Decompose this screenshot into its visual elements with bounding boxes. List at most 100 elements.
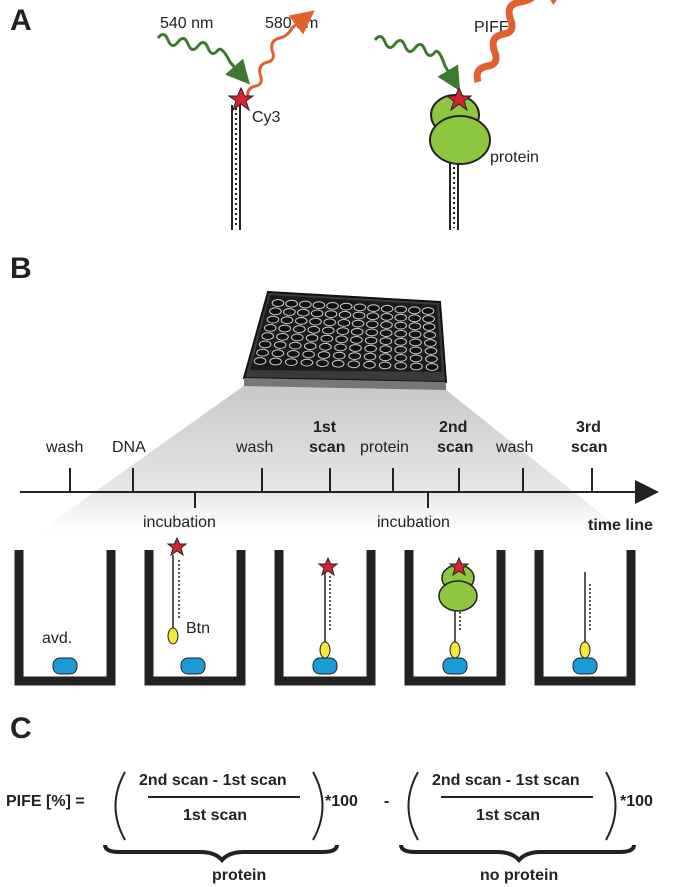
plate-well [379, 329, 393, 338]
panel-c: C PIFE [%] = 2nd scan - 1st scan 1st sca… [6, 712, 653, 884]
protein-label: protein [490, 149, 539, 166]
biotin-well-2 [167, 627, 179, 645]
plate-well [307, 325, 321, 334]
plate-well [333, 351, 346, 360]
scan-1-line-1: 1st [313, 419, 337, 436]
plate-well [394, 321, 408, 330]
plate-well [394, 345, 408, 354]
denominator-right: 1st scan [476, 807, 540, 824]
brace-right [399, 844, 636, 864]
plate-well [291, 333, 304, 342]
well-4 [404, 550, 506, 686]
plate-well [283, 308, 296, 316]
plate-well [394, 313, 408, 322]
right-paren-close [605, 771, 617, 841]
plate-well [287, 350, 300, 358]
scan-3-line-1: 3rd [576, 419, 601, 436]
plate-well [351, 319, 365, 328]
plate-well [280, 316, 294, 325]
scan-2-line-1: 2nd [439, 419, 467, 436]
plate-well [380, 304, 394, 313]
panel-a-letter: A [10, 4, 32, 37]
plate-well [380, 313, 394, 321]
excitation-wavelength-label: 540 nm [160, 15, 213, 32]
plate-well [410, 362, 423, 371]
plate-well [256, 348, 269, 357]
event-wash-3: wash [495, 439, 533, 456]
plate-well [266, 315, 280, 324]
scan-1-line-2: scan [309, 439, 345, 456]
plate-well [285, 299, 298, 308]
plate-well [273, 341, 287, 349]
plate-well [269, 307, 282, 316]
microplate-image [242, 290, 448, 390]
cy3-star-left [227, 86, 255, 112]
plate-well [378, 361, 392, 370]
plate-well [289, 341, 302, 350]
plate-well [302, 350, 315, 359]
cy3-star-right [445, 86, 473, 112]
panel-c-letter: C [10, 712, 32, 745]
plate-well [258, 340, 272, 349]
plate-well [264, 324, 277, 332]
brace-label-protein: protein [212, 867, 266, 884]
plate-wells [253, 299, 439, 371]
plate-well [364, 344, 377, 353]
plate-well [322, 326, 335, 335]
cy3-star-well-4 [448, 556, 470, 577]
plate-well [269, 357, 282, 366]
plate-well [316, 359, 329, 368]
emission-wave-right [473, 0, 577, 83]
avidin-well-3 [312, 657, 338, 675]
plate-well [423, 331, 437, 339]
plate-well [337, 319, 351, 327]
well-3 [274, 550, 376, 686]
plate-well [409, 346, 423, 355]
plate-well [324, 310, 338, 319]
well-2: Btn [144, 536, 246, 686]
plate-well [312, 301, 326, 310]
scan-2-line-2: scan [437, 439, 473, 456]
avidin-well-4 [442, 657, 468, 675]
emission-wave-left [246, 10, 315, 99]
avidin-label: avd. [42, 630, 72, 647]
numerator-right: 2nd scan - 1st scan [432, 772, 580, 789]
plate-well [320, 334, 334, 343]
plate-well [276, 332, 289, 341]
wells-row: avd. Btn [14, 536, 636, 686]
dna-duplex-left [231, 105, 241, 230]
well-1: avd. [14, 550, 116, 686]
plate-well [408, 306, 421, 315]
plate-well [349, 344, 362, 352]
plate-well [348, 352, 362, 361]
plate-well [347, 360, 361, 369]
avidin-well-1 [52, 657, 78, 675]
numerator-left: 2nd scan - 1st scan [139, 772, 287, 789]
brace-label-no-protein: no protein [480, 867, 558, 884]
plate-well [363, 352, 377, 361]
plate-well [379, 353, 392, 362]
equation-lhs: PIFE [%] = [6, 793, 85, 810]
plate-well [339, 302, 353, 311]
plate-well [299, 300, 312, 309]
event-wash-1: wash [45, 439, 83, 456]
plate-well [310, 309, 324, 318]
plate-well [326, 302, 339, 310]
multiplier-left: *100 [325, 793, 358, 810]
panel-b: B wash DNA wash protein wash 1st scan 2n… [10, 252, 659, 686]
plate-well [338, 310, 352, 319]
plate-well [278, 324, 292, 333]
plate-well [421, 307, 435, 315]
plate-well [261, 332, 275, 341]
plate-well [424, 339, 437, 347]
brace-left [103, 844, 339, 864]
plate-well [350, 327, 364, 336]
plate-well [295, 317, 308, 325]
plate-well [366, 320, 379, 329]
left-paren-open [114, 771, 126, 841]
plate-well [422, 323, 436, 331]
minus-sign: - [384, 793, 389, 810]
plate-well [380, 321, 393, 329]
plate-well [394, 305, 408, 314]
